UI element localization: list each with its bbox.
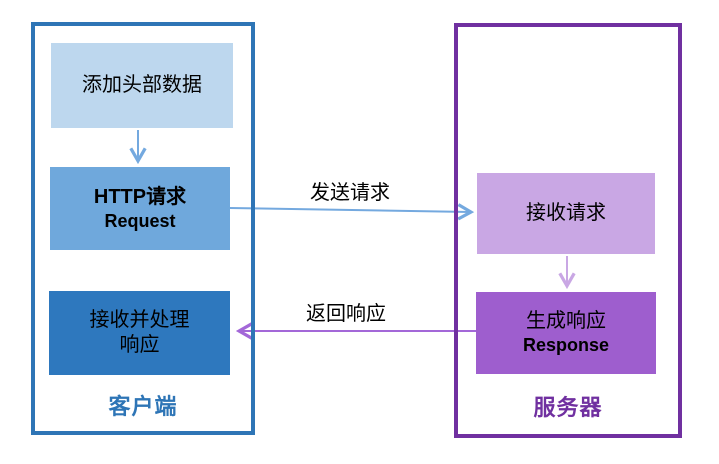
receive-request-label: 接收请求: [526, 202, 606, 224]
server-panel: 服务器: [454, 23, 682, 438]
client-label: 客户端: [108, 394, 178, 419]
generate-response-box: 生成响应 Response: [476, 292, 656, 374]
add-header-box: 添加头部数据: [51, 43, 233, 128]
generate-response-label: 生成响应: [526, 310, 606, 333]
http-request-box: HTTP请求 Request: [50, 167, 230, 250]
arrow-send-request: [229, 203, 475, 221]
receive-process-box: 接收并处理 响应: [49, 291, 230, 375]
return-response-label: 返回响应: [306, 303, 386, 325]
send-request-label: 发送请求: [310, 182, 390, 204]
http-request-sublabel: Request: [104, 210, 176, 231]
client-panel: 客户端: [31, 22, 255, 435]
generate-response-sublabel: Response: [522, 335, 610, 356]
http-request-label: HTTP请求: [93, 185, 187, 208]
receive-process-label-line1: 接收并处理: [89, 309, 190, 331]
server-label: 服务器: [533, 395, 603, 420]
receive-process-label-line2: 响应: [119, 334, 160, 356]
receive-request-box: 接收请求: [477, 173, 655, 254]
add-header-label: 添加头部数据: [82, 74, 202, 96]
